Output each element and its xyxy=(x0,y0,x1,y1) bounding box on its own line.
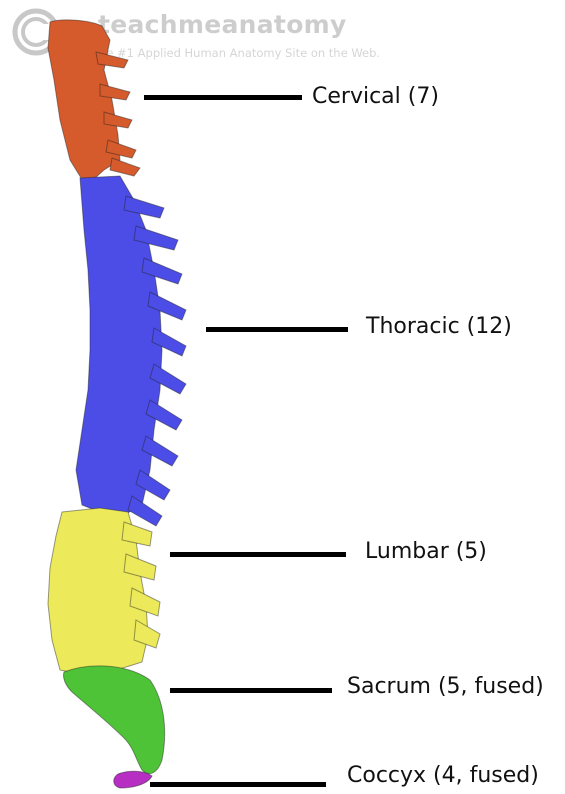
coccyx-body xyxy=(114,771,152,788)
sacrum-label: Sacrum (5, fused) xyxy=(347,674,544,699)
coccyx-label: Coccyx (4, fused) xyxy=(347,763,539,788)
cervical-body xyxy=(48,20,120,186)
coccyx-leader-line xyxy=(150,782,326,787)
thoracic-vertebrae xyxy=(76,176,186,526)
cervical-vertebrae xyxy=(48,20,140,186)
sacrum xyxy=(63,666,164,774)
lumbar-vertebrae xyxy=(48,508,160,674)
thoracic-label: Thoracic (12) xyxy=(366,314,512,339)
lumbar-label: Lumbar (5) xyxy=(365,539,487,564)
cervical-process xyxy=(110,158,140,176)
thoracic-process xyxy=(128,496,162,526)
leader-lines xyxy=(144,95,348,787)
coccyx xyxy=(114,771,152,788)
thoracic-body xyxy=(76,176,162,515)
lumbar-leader-line xyxy=(170,552,346,557)
cervical-label: Cervical (7) xyxy=(312,84,439,109)
cervical-leader-line xyxy=(144,95,302,100)
thoracic-leader-line xyxy=(206,327,348,332)
sacrum-leader-line xyxy=(170,688,332,693)
sacrum-body xyxy=(63,666,164,774)
